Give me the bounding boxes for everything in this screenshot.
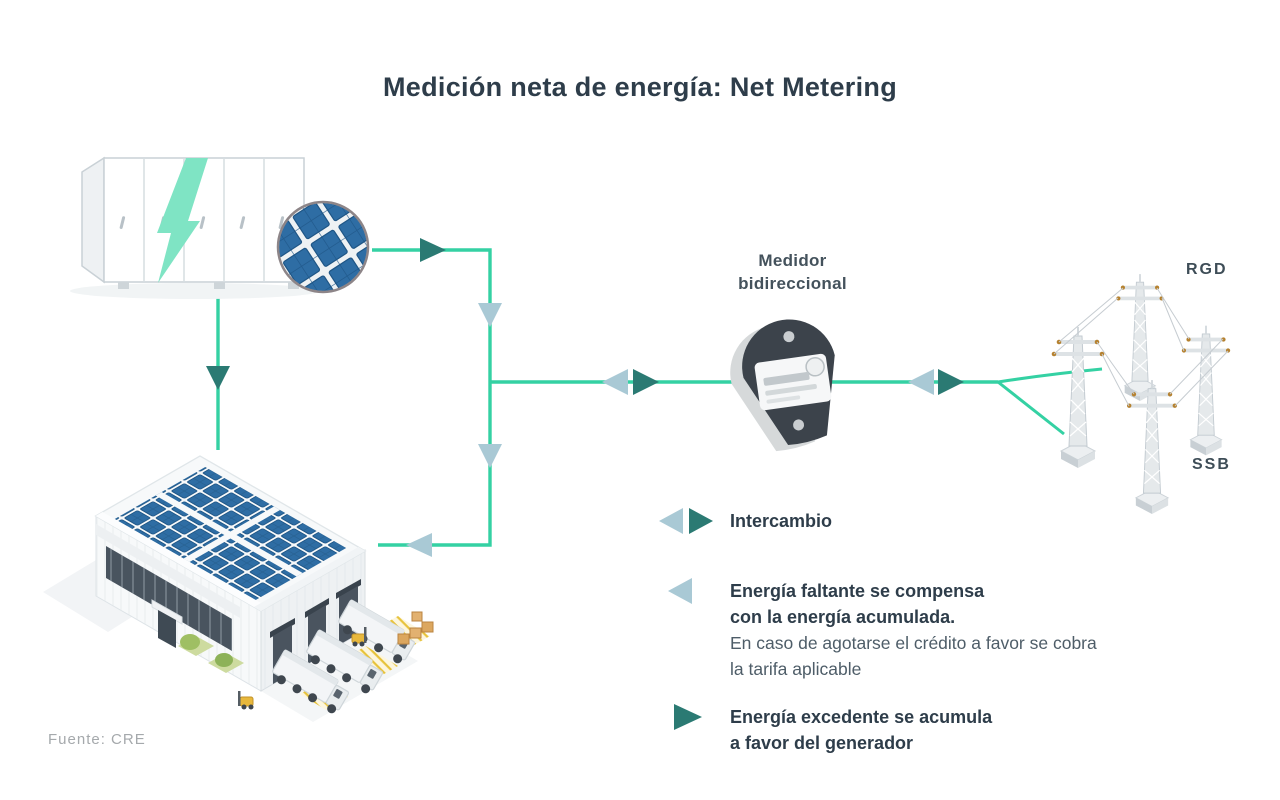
arrow-down-dark xyxy=(206,366,230,390)
legend-item-energia-faltante: Energía faltante se compensa con la ener… xyxy=(656,578,1097,682)
meter-label-line1: Medidor xyxy=(758,251,827,270)
power-wires xyxy=(1053,287,1229,407)
ssb-label: SSB xyxy=(1192,456,1231,473)
arrow-right-dark xyxy=(633,369,659,395)
arrow-right-dark xyxy=(420,238,446,262)
legend-bold-line: a favor del generador xyxy=(730,733,914,753)
flow-arrows xyxy=(206,238,964,557)
right-arrow-icon xyxy=(674,704,702,730)
legend-normal-line: En caso de agotarse el crédito a favor s… xyxy=(730,633,1097,653)
trees xyxy=(178,634,244,673)
lightning-bolt-icon xyxy=(157,158,208,283)
solar-roof xyxy=(94,455,367,612)
legend-bold-line: Energía faltante se compensa xyxy=(730,581,985,601)
legend-normal-line: la tarifa aplicable xyxy=(730,659,862,679)
warehouse-illustration xyxy=(43,455,434,722)
legend-item-intercambio: Intercambio xyxy=(656,508,832,537)
arrow-left-light xyxy=(908,369,934,395)
forklift xyxy=(238,691,254,710)
page-title: Medición neta de energía: Net Metering xyxy=(383,72,897,102)
legend-bold-line: con la energía acumulada. xyxy=(730,607,956,627)
bidirectional-meter-illustration xyxy=(730,319,835,452)
legend-bold-line: Energía excedente se acumula xyxy=(730,707,993,727)
cargo-boxes xyxy=(397,611,434,645)
meter-label: Medidor bidireccional xyxy=(700,249,885,295)
flow-lines xyxy=(216,248,1103,547)
arrow-right-dark xyxy=(938,369,964,395)
source-label: Fuente: CRE xyxy=(48,731,146,748)
exchange-arrows-icon xyxy=(659,508,713,534)
rgd-label: RGD xyxy=(1186,261,1228,278)
arrow-left-light xyxy=(406,533,432,557)
legend-label: Intercambio xyxy=(730,511,833,531)
forklift xyxy=(351,627,367,647)
arrow-down-light xyxy=(478,303,502,327)
arrow-down-light xyxy=(478,444,502,468)
arrow-left-light xyxy=(602,369,628,395)
transmission-towers-illustration xyxy=(1049,272,1233,516)
left-arrow-icon xyxy=(668,578,692,604)
meter-label-line2: bidireccional xyxy=(738,274,847,293)
battery-container-illustration xyxy=(70,156,320,299)
legend-item-energia-excedente: Energía excedente se acumula a favor del… xyxy=(656,704,992,756)
